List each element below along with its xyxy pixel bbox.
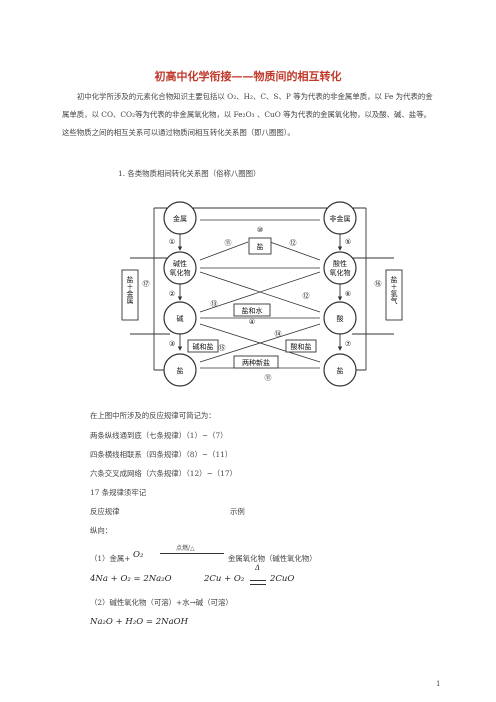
rule-2: （2）碱性氧化物（可溶）+水→碱（可溶） [90,598,233,607]
label-basic-oxide-1: 碱性 [173,259,187,268]
num-14: ⑭ [275,330,282,338]
equation-2: Na₂O + H₂O = 2NaOH [90,617,189,627]
page-number: 1 [436,680,441,688]
intro-paragraph: 初中化学所涉及的元素化合物知识主要包括以 O₂、H₂、C、S、P 等为代表的非金… [62,92,433,137]
rule-horizontal: 四条横线相联系（四条规律）（8）~（11） [90,450,233,459]
label-basic-oxide-2: 氧化物 [170,268,191,277]
label-acidic-oxide-1: 酸性 [333,259,347,268]
num-7: ⑦ [345,340,351,348]
circle-metal [163,201,197,235]
rule-1-suffix: 金属氧化物（碱性氧化物） [228,554,317,563]
label-base-salt: 碱和盐 [193,342,214,351]
label-left-box: 盐＋金属 [126,275,134,305]
num-4: ④ [249,318,255,326]
num-5: ⑤ [345,238,351,246]
num-16: ⑯ [375,280,382,288]
equation-1b-equals [250,580,266,585]
label-acid-salt: 酸和盐 [291,342,312,351]
section-heading: 1. 各类物质相间转化关系图（俗称八圈图） [118,169,261,178]
label-acid: 酸 [337,314,344,323]
num-10: ⑩ [257,226,263,234]
cross-lines [199,219,321,369]
label-metal: 金属 [173,214,187,223]
column-example: 示例 [230,507,245,516]
rule-1-arrow [160,553,224,554]
num-17: ⑰ [143,280,150,288]
circle-acidic-oxide [323,251,357,285]
equation-1b-delta: Δ [255,564,261,572]
num-2: ② [169,290,175,298]
circle-basic-oxide [163,251,197,285]
label-nonmetal: 非金属 [330,214,351,223]
label-salt-right: 盐 [337,366,344,375]
num-11b: ⑪ [265,374,272,382]
rule-remember: 17 条规律须牢记 [90,488,147,497]
num-13: ⑬ [211,300,218,308]
circles [163,201,357,387]
circle-acid [323,301,357,335]
label-salt-left: 盐 [177,366,184,375]
num-1: ① [169,238,175,246]
equation-1b-right: 2CuO [270,574,295,584]
num-12b: ⑫ [303,292,310,300]
rule-vertical: 两条纵线通到底（七条规律）（1）~（7） [90,431,228,440]
vertical-heading: 纵向： [90,526,113,535]
label-right-box: 盐＋氢气 [390,275,398,304]
page-title: 初高中化学衔接——物质间的相互转化 [154,70,342,83]
label-base: 碱 [177,315,184,323]
summary-intro: 在上图中所涉及的反应规律可简记为： [90,411,216,420]
circle-base [163,301,197,335]
circle-salt-left [163,353,197,387]
rule-1-condition: 点燃/△ [176,545,195,552]
equation-1a: 4Na + O₂ = 2Na₂O [90,574,172,584]
num-12: ⑫ [290,239,297,247]
boxes [121,237,403,369]
diagram-svg: 金属 非金属 碱性 氧化物 酸性 氧化物 碱 酸 盐 盐 盐 盐和水 碱和盐 酸… [121,201,403,387]
vertical-arrows [177,232,343,351]
label-acidic-oxide-2: 氧化物 [330,268,351,277]
circle-salt-right [323,353,357,387]
num-6: ⑥ [345,290,351,298]
num-3: ③ [169,340,175,348]
eight-circle-diagram: 金属 非金属 碱性 氧化物 酸性 氧化物 碱 酸 盐 盐 盐 盐和水 碱和盐 酸… [118,200,408,388]
num-11: ⑪ [225,239,232,247]
rule-1-prefix: （1）金属+ [90,554,131,563]
rule-1-o2: O₂ [133,550,144,560]
num-15: ⑮ [219,344,226,352]
label-salt-water: 盐和水 [242,306,263,315]
label-salt-top: 盐 [257,242,264,251]
equation-1b-left: 2Cu + O₂ [204,574,245,584]
circle-nonmetal [323,201,357,235]
label-two-salts: 两种新盐 [242,358,270,367]
rule-cross: 六条交叉成网络（六条规律）（12）~（17） [90,469,237,478]
column-rule: 反应规律 [90,507,120,516]
